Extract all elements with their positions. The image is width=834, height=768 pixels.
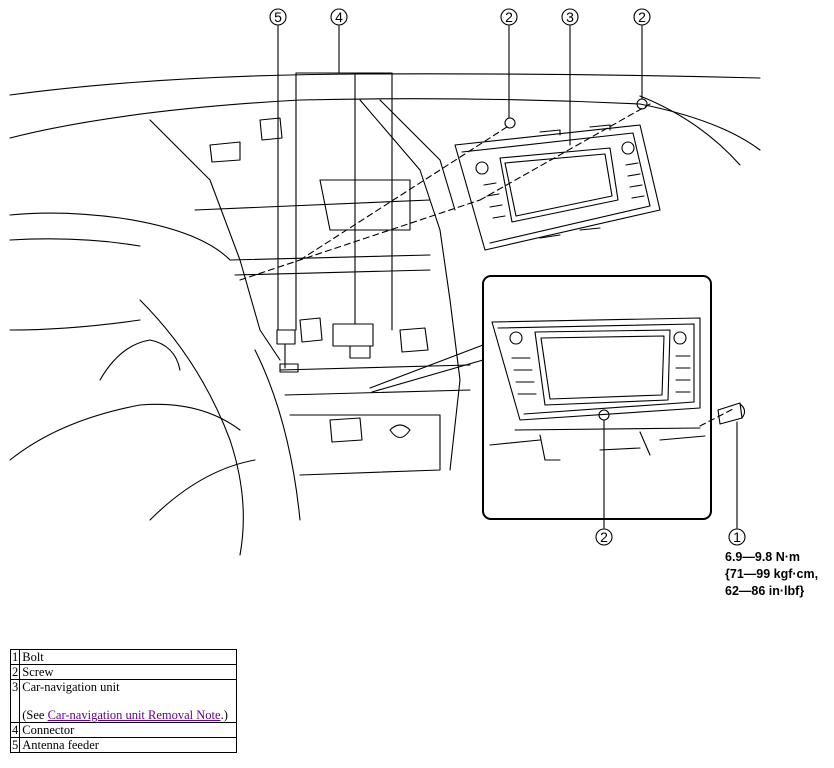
callout-number: 2	[505, 9, 513, 25]
legend-label: Car-navigation unit	[22, 680, 120, 694]
legend-number: 5	[9, 737, 21, 753]
torque-kgfcm: {71—99 kgf·cm,	[725, 567, 819, 581]
detail-inset	[482, 275, 712, 520]
note-suffix: .)	[220, 708, 228, 722]
legend-note: (See Car-navigation unit Removal Note.)	[22, 708, 234, 722]
callout-number: 5	[274, 9, 282, 25]
legend-row: 3 Car-navigation unit (See Car-navigatio…	[9, 679, 238, 723]
connector-part	[332, 323, 374, 347]
antenna-feeder-part	[276, 329, 296, 345]
nav-unit-main	[454, 124, 661, 251]
steering-wheel	[139, 299, 244, 556]
callout-4: 4	[330, 8, 348, 26]
callout-number: 1	[733, 529, 741, 545]
callout-number: 3	[566, 9, 574, 25]
callout-3: 3	[561, 8, 579, 26]
legend-label: Antenna feeder	[19, 737, 238, 753]
removal-note-link[interactable]: Car-navigation unit Removal Note	[47, 708, 221, 722]
note-prefix: (See	[22, 708, 48, 722]
callout-number: 2	[600, 529, 608, 545]
legend-label: Bolt	[19, 649, 238, 665]
dashboard-outline	[9, 73, 761, 96]
legend-row: 2 Screw	[9, 664, 238, 680]
screw-top-left	[504, 117, 516, 129]
callout-number: 2	[638, 9, 646, 25]
callout-2-top-right: 2	[633, 8, 651, 26]
callout-number: 4	[335, 9, 343, 25]
parts-legend-table: 1 Bolt 2 Screw 3 Car-navigation unit (Se…	[9, 649, 238, 753]
legend-label: Connector	[19, 722, 238, 738]
installation-diagram: 5 4 2 3 2 2 1	[9, 8, 761, 556]
nav-unit-inset	[489, 317, 706, 461]
legend-label: Screw	[19, 664, 238, 680]
legend-row: 5 Antenna feeder	[9, 737, 238, 753]
legend-row: 1 Bolt	[9, 649, 238, 665]
legend-row: 4 Connector	[9, 722, 238, 738]
callout-1: 1	[728, 528, 746, 546]
callout-2-top-left: 2	[500, 8, 518, 26]
torque-inlbf: 62—86 in·lbf}	[725, 584, 805, 598]
legend-number: 4	[9, 722, 21, 738]
bolt-part	[717, 402, 743, 425]
legend-cell-nav-unit: Car-navigation unit (See Car-navigation …	[19, 679, 238, 723]
torque-spec: 6.9—9.8 N·m {71—99 kgf·cm, 62—86 in·lbf}	[725, 549, 834, 600]
callout-2-inset: 2	[595, 528, 613, 546]
torque-nm: 6.9—9.8 N·m	[725, 550, 801, 564]
callout-5: 5	[269, 8, 287, 26]
legend-number: 1	[9, 649, 21, 665]
legend-number: 3	[9, 679, 21, 723]
legend-number: 2	[9, 664, 21, 680]
